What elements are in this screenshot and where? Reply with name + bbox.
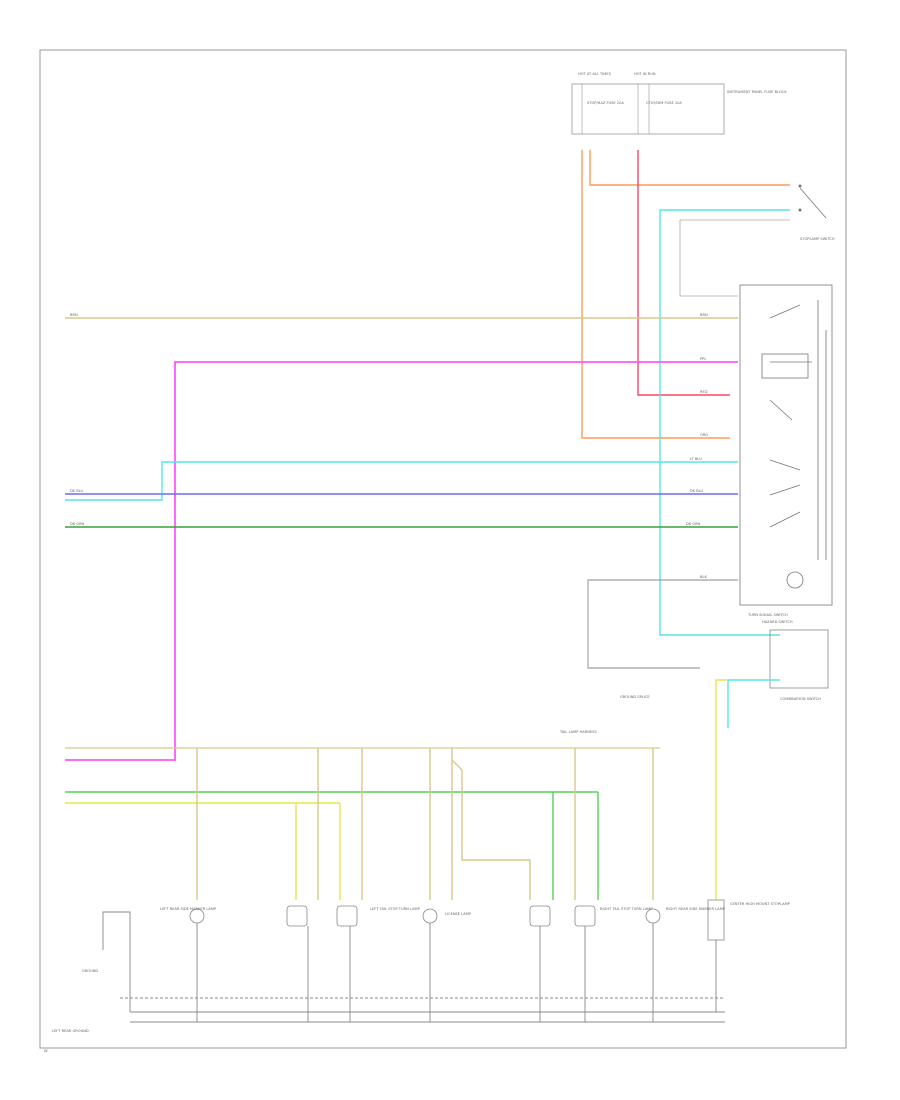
wire-orange-stoplamp <box>589 150 790 186</box>
tail-lamp-harness-label: TAIL LAMP HARNESS <box>559 730 597 734</box>
wire-label-ppl: PPL <box>700 357 706 361</box>
fuse-right-head: HOT IN RUN <box>634 72 656 76</box>
lamp-left-rear-side-marker <box>189 908 205 924</box>
wire-cyan-main <box>65 461 738 501</box>
chmsl-label: CENTER HIGH MOUNT STOPLAMP <box>730 902 791 906</box>
fuse-left-label: STOP/HAZ FUSE 20A <box>587 101 624 105</box>
lamp-drops <box>196 748 654 900</box>
left-rear-side-marker-label: LEFT REAR SIDE MARKER LAMP <box>160 907 217 911</box>
wire-label-dkblu-left: DK BLU <box>70 489 84 493</box>
combination-switch-box <box>769 629 829 689</box>
right-rear-side-marker-label: RIGHT REAR SIDE MARKER LAMP <box>666 907 726 911</box>
lamp-right-tail-1 <box>529 905 551 927</box>
wire-cyan-stop <box>659 209 790 636</box>
wire-orange-feed <box>581 150 730 439</box>
lamp-left-tail-2 <box>336 905 358 927</box>
fuse-left-head: HOT AT ALL TIMES <box>578 72 612 76</box>
right-tail-stop-turn-label: RIGHT TAIL STOP TURN LAMP <box>600 907 653 911</box>
wire-gray-stop-return <box>679 219 790 297</box>
left-tail-stop-turn-label: LEFT TAIL STOP TURN LAMP <box>370 907 421 911</box>
stoplamp-switch: STOPLAMP SWITCH <box>798 184 835 241</box>
lamp-right-rear-side-marker <box>645 908 661 924</box>
lamp-chmsl <box>707 899 725 941</box>
lamp-row <box>189 899 725 941</box>
license-lamp-label: LICENSE LAMP <box>445 912 472 916</box>
diagram-frame <box>39 49 847 1049</box>
ipc-fuse-label: INSTRUMENT PANEL FUSE BLOCK <box>727 90 787 94</box>
turn-signal-switch-box <box>739 284 833 606</box>
footer-mark: W <box>44 1049 48 1053</box>
switch-contacts <box>761 300 827 589</box>
left-ground-label: LEFT REAR GROUND <box>52 1029 89 1033</box>
fuse-block: HOT AT ALL TIMES HOT IN RUN STOP/HAZ FUS… <box>571 72 787 135</box>
lamp-license <box>422 908 438 924</box>
ground-splice-label: GROUND SPLICE <box>620 695 650 699</box>
wire-label-dkblu: DK BLU <box>690 489 704 493</box>
wire-label-brn-left: BRN <box>70 313 78 317</box>
wire-gray-ground <box>587 579 738 669</box>
ground-label: GROUND <box>82 969 98 973</box>
ground-drops <box>120 923 725 1023</box>
fuse-right-label: CTSY/DIM FUSE 10A <box>646 101 682 105</box>
turn-signal-switch-label: TURN SIGNAL SWITCH <box>747 613 788 617</box>
wire-label-dkgrn: DK GRN <box>686 522 701 526</box>
wire-label-blk: BLK <box>700 575 707 579</box>
left-ground-bracket <box>102 911 131 1012</box>
lamp-right-tail-2 <box>574 905 596 927</box>
wire-label-red: RED <box>700 390 708 394</box>
wire-yellow-chmsl <box>715 679 728 900</box>
wire-label-dkgrn-left: DK GRN <box>70 522 85 526</box>
hazard-switch-label: HAZARD SWITCH <box>762 620 793 624</box>
wire-label-org: ORG <box>700 433 708 437</box>
wire-label-brn: BRN <box>700 313 708 317</box>
wire-red-feed <box>637 150 730 396</box>
stoplamp-switch-label: STOPLAMP SWITCH <box>800 237 835 241</box>
lamp-left-tail-1 <box>286 905 308 927</box>
wire-label-ltblu: LT BLU <box>690 457 702 461</box>
wire-pink-main <box>65 361 738 761</box>
wire-cyan-combo <box>727 679 780 728</box>
combination-switch-label: COMBINATION SWITCH <box>780 697 821 701</box>
